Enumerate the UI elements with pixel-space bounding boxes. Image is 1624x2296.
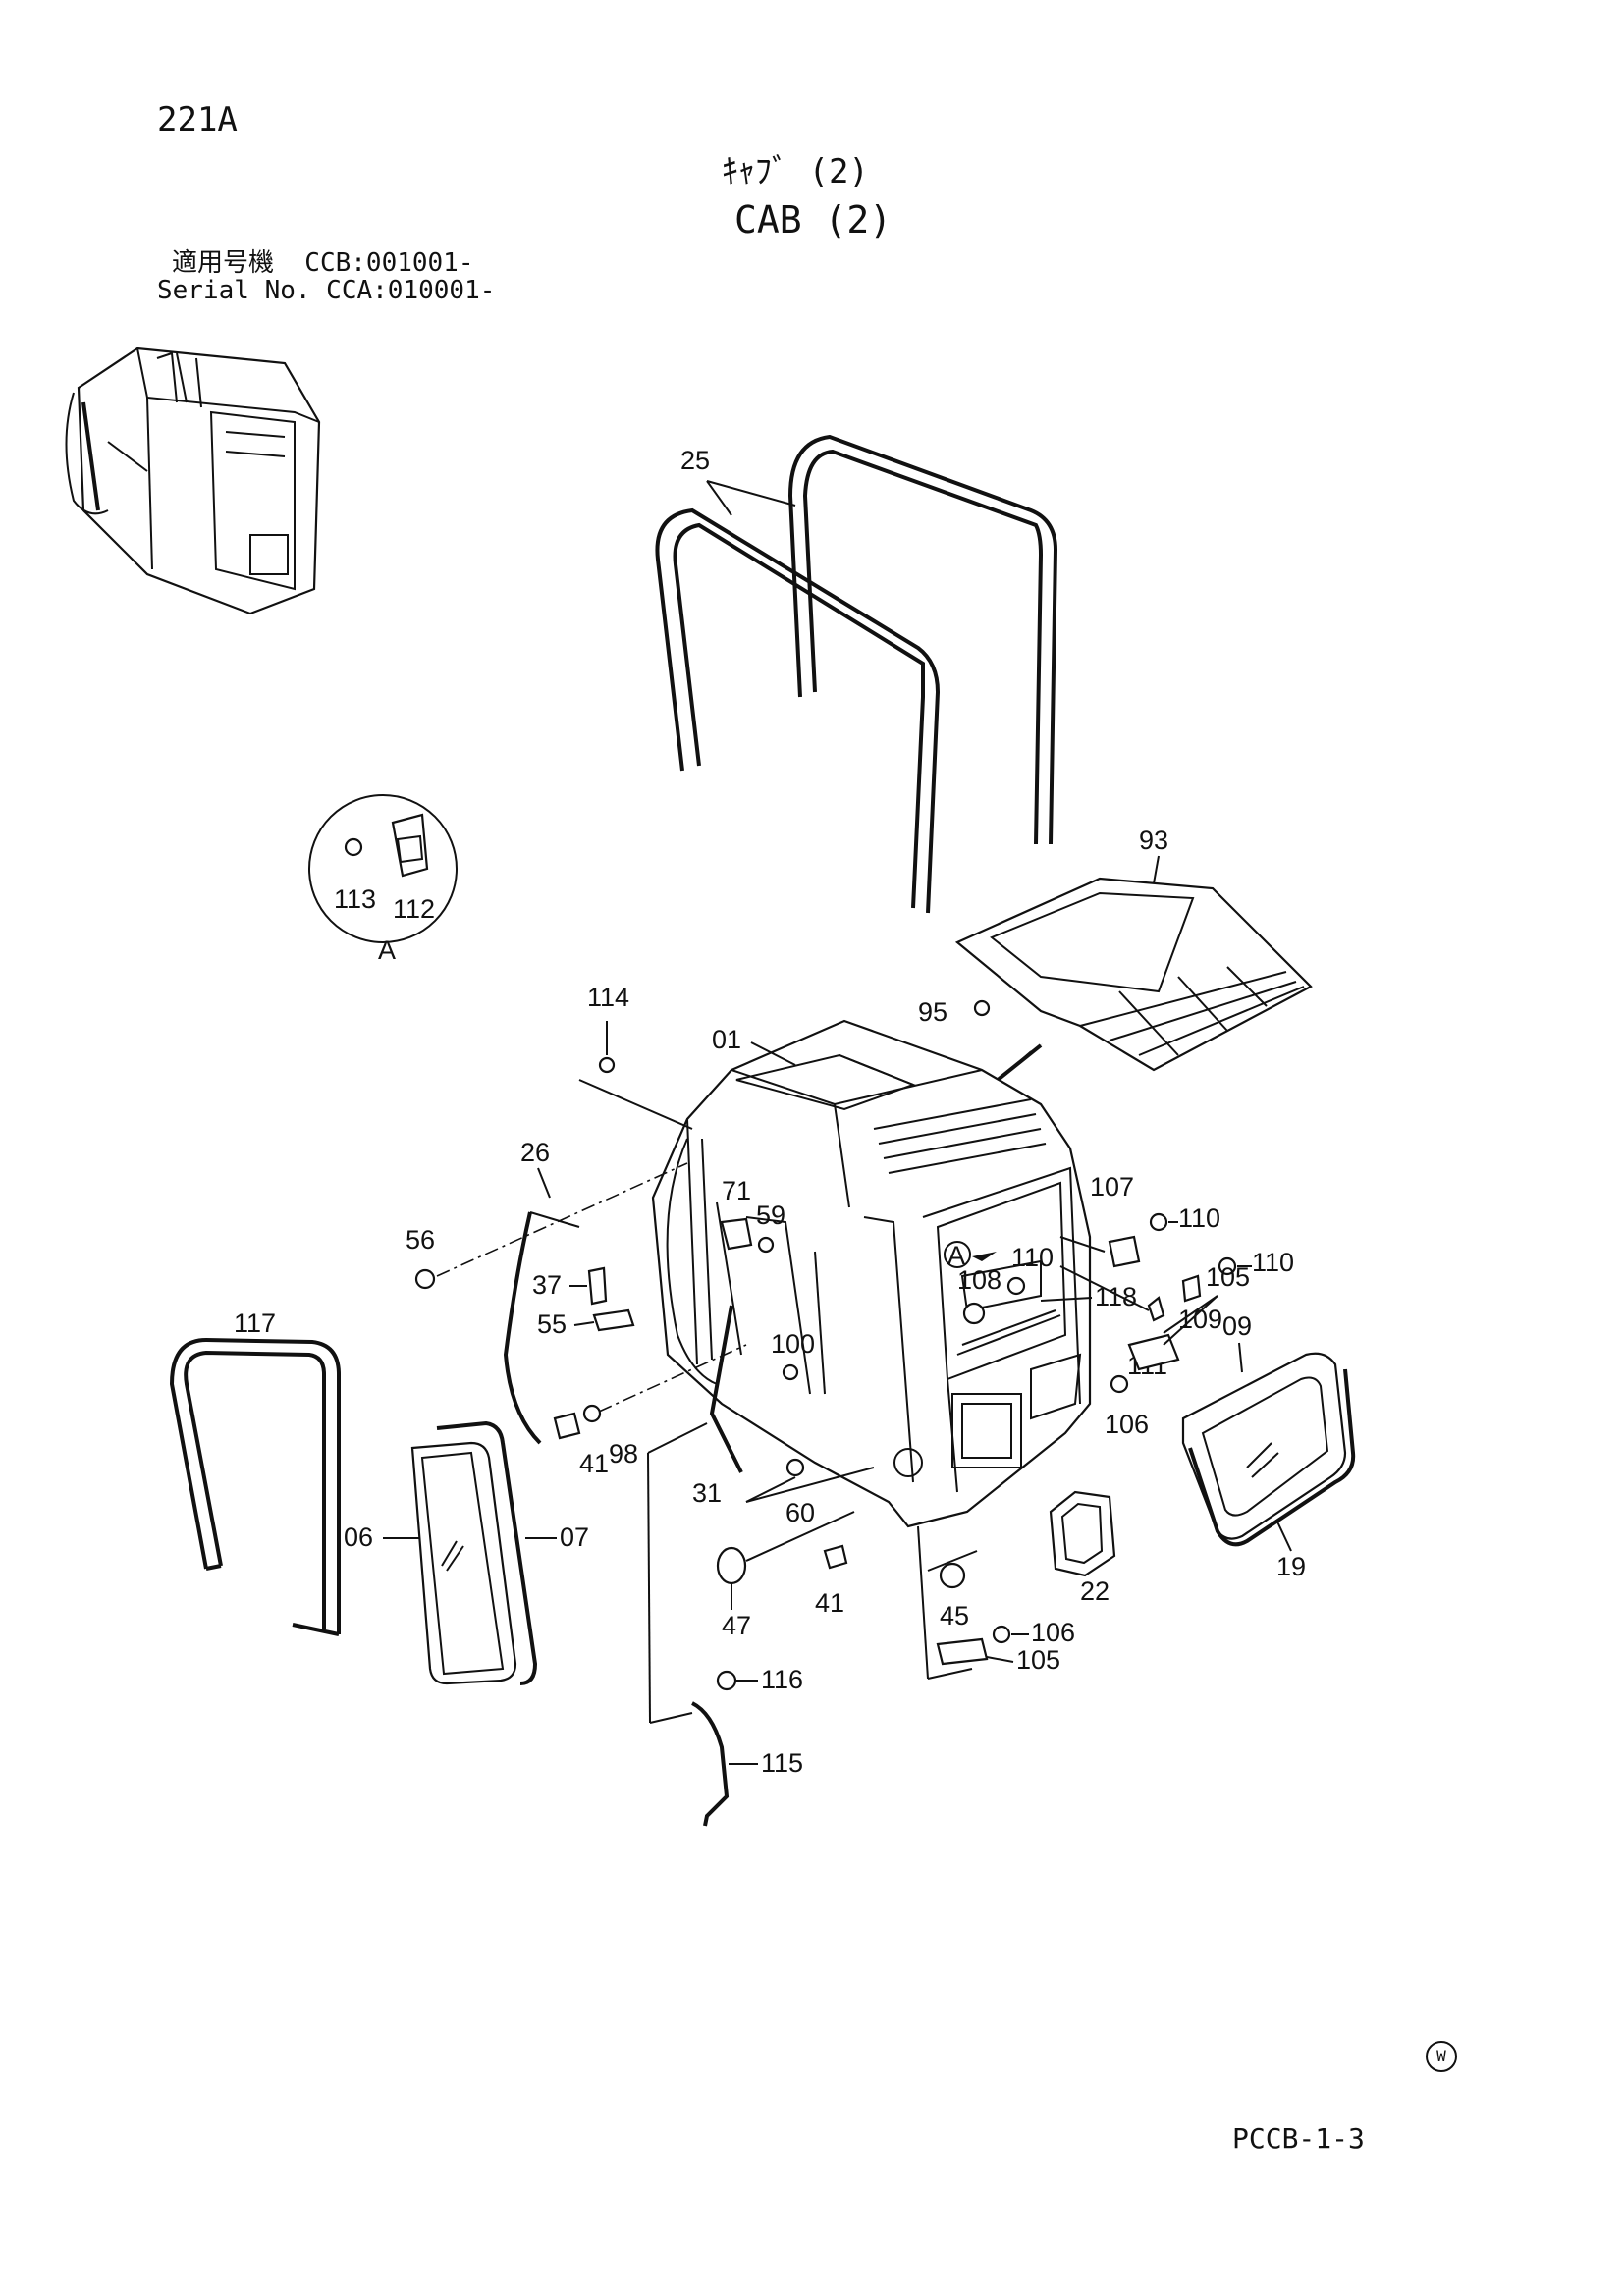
cab-thumbnail [65, 347, 321, 615]
callout-26: 26 [520, 1138, 550, 1167]
callout-06: 06 [344, 1522, 373, 1552]
detail-label-a: A [378, 935, 396, 965]
footer-page-code: PCCB-1-3 [1232, 2122, 1365, 2155]
callout-117: 117 [234, 1308, 276, 1338]
callout-100: 100 [771, 1329, 815, 1359]
part-117-seal [169, 1337, 341, 1636]
callout-41-a: 41 [579, 1449, 609, 1478]
callout-19: 19 [1276, 1552, 1306, 1581]
part-06-glass [410, 1441, 517, 1685]
callout-110-b: 110 [1252, 1248, 1294, 1277]
title-japanese: ｷｬﾌﾞ (2) [722, 152, 869, 191]
part-01-cab-frame [651, 1019, 1092, 1528]
callout-25: 25 [680, 446, 710, 475]
callout-55: 55 [537, 1309, 567, 1339]
page-code: 221A [157, 100, 238, 139]
callout-118: 118 [1095, 1282, 1137, 1311]
callout-45: 45 [940, 1601, 969, 1630]
part-09-window [1181, 1352, 1347, 1540]
callout-31: 31 [692, 1478, 722, 1508]
callout-47: 47 [722, 1611, 751, 1640]
callout-22: 22 [1080, 1576, 1110, 1606]
callout-95: 95 [918, 997, 947, 1027]
part-93-roof-panel [954, 877, 1313, 1072]
callout-105-b: 105 [1016, 1645, 1060, 1675]
callout-112: 112 [393, 894, 435, 924]
callout-114: 114 [587, 983, 629, 1012]
marker-a: A [947, 1241, 965, 1270]
copyright-mark: W [1426, 2041, 1457, 2072]
callout-106-a: 106 [1105, 1410, 1149, 1439]
callout-105-a: 105 [1206, 1262, 1250, 1292]
callout-113: 113 [334, 884, 376, 914]
callout-59: 59 [756, 1201, 785, 1230]
callout-110-a: 110 [1178, 1203, 1220, 1233]
detail-circle-a [308, 794, 458, 943]
serial-range-japanese: 適用号機 CCB:001001- [172, 248, 474, 278]
callout-09: 09 [1222, 1311, 1252, 1341]
callout-07: 07 [560, 1522, 589, 1552]
callout-115: 115 [761, 1748, 803, 1778]
callout-01: 01 [712, 1025, 741, 1054]
title-english: CAB (2) [734, 198, 893, 241]
callout-107: 107 [1090, 1172, 1134, 1201]
callout-109: 109 [1178, 1305, 1222, 1334]
callout-56: 56 [406, 1225, 435, 1255]
callout-116: 116 [761, 1665, 803, 1694]
serial-range-english: Serial No. CCA:010001- [157, 276, 496, 305]
callout-41-b: 41 [815, 1588, 844, 1618]
callout-106-b: 106 [1031, 1618, 1075, 1647]
callout-71: 71 [722, 1176, 751, 1205]
part-25-seals [655, 434, 1058, 914]
callout-60: 60 [785, 1498, 815, 1527]
callout-98: 98 [609, 1439, 638, 1468]
callout-108: 108 [957, 1265, 1001, 1295]
callout-37: 37 [532, 1270, 562, 1300]
callout-93: 93 [1139, 826, 1168, 855]
callout-110-c: 110 [1011, 1243, 1054, 1272]
